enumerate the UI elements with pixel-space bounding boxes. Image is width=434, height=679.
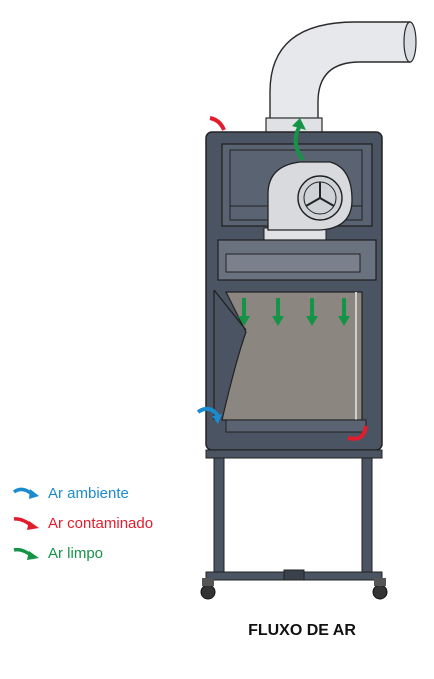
- support-stand: [200, 449, 388, 600]
- blue-arrow-inlet-icon: [196, 406, 220, 418]
- fan-housing: [267, 161, 353, 231]
- legend: Ar ambiente Ar contaminado Ar limpo: [12, 478, 153, 568]
- green-arrows-down-icon: [238, 298, 350, 326]
- legend-item-ar-limpo: Ar limpo: [12, 538, 153, 568]
- blue-curved-arrow-icon: [12, 487, 39, 499]
- legend-item-ar-contaminado: Ar contaminado: [12, 508, 153, 538]
- legend-label: Ar ambiente: [48, 484, 129, 502]
- diagram-caption: FLUXO DE AR: [248, 622, 356, 639]
- green-arrow-duct-icon: [293, 124, 305, 162]
- red-arrow-exhaust-icon: [209, 116, 226, 131]
- exhaust-duct: [265, 21, 417, 141]
- green-curved-arrow-icon: [13, 547, 39, 560]
- legend-label: Ar contaminado: [48, 514, 154, 532]
- legend-label: Ar limpo: [48, 544, 104, 562]
- caster-right: [372, 584, 388, 600]
- caster-left: [200, 584, 216, 600]
- legend-item-ar-ambiente: Ar ambiente: [12, 478, 153, 508]
- airflow-arrows: [196, 116, 368, 441]
- red-arrow-return-icon: [347, 425, 368, 441]
- red-curved-arrow-icon: [13, 517, 39, 530]
